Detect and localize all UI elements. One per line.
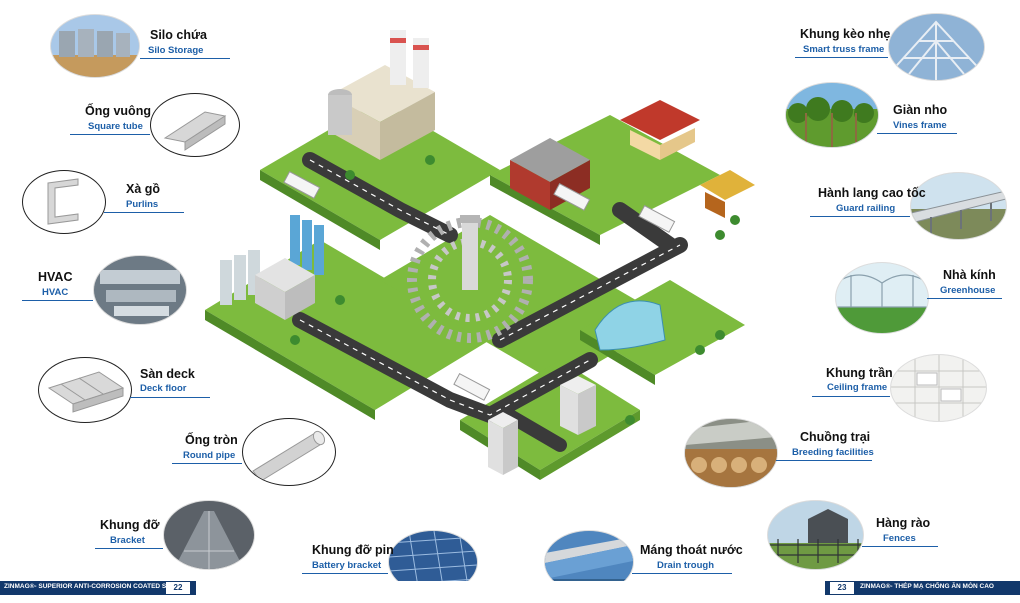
item-en-label: Battery bracket — [312, 560, 382, 571]
item-en-label: Breeding facilities — [792, 447, 874, 458]
page-number-left: 22 — [166, 582, 190, 594]
solar-field — [407, 215, 533, 343]
divider — [877, 133, 957, 134]
item-vi-label: Ống vuông — [85, 104, 151, 118]
divider — [632, 573, 732, 574]
footer-bar-right — [825, 581, 1020, 595]
factory-building — [328, 30, 435, 160]
truss-photo — [888, 13, 985, 81]
trucks — [283, 170, 676, 401]
divider — [927, 298, 1002, 299]
vine-photo — [785, 82, 879, 148]
item-vi-label: Khung đỡ — [100, 518, 160, 532]
item-en-label: Bracket — [110, 535, 145, 546]
footer-right-text: ZINMAG®- THÉP MẠ CHỐNG ĂN MÒN CAO — [860, 583, 994, 590]
deck-floor-photo — [38, 357, 132, 423]
item-vi-label: Máng thoát nước — [640, 543, 743, 557]
divider — [22, 300, 93, 301]
divider — [70, 134, 150, 135]
item-en-label: Purlins — [126, 199, 159, 210]
item-vi-label: Khung trần — [826, 366, 893, 380]
item-en-label: Fences — [883, 533, 916, 544]
footer — [0, 581, 1020, 603]
item-en-label: Drain trough — [657, 560, 714, 571]
farmhouse — [620, 100, 755, 218]
item-en-label: Silo Storage — [148, 45, 204, 56]
road-markings — [299, 159, 681, 416]
item-vi-label: Ống tròn — [185, 433, 238, 447]
divider — [812, 396, 890, 397]
guard-rail-photo — [910, 172, 1007, 240]
item-vi-label: Nhà kính — [943, 268, 996, 282]
hvac-duct-photo — [93, 255, 187, 325]
item-en-label: Ceiling frame — [827, 382, 888, 393]
trees — [290, 155, 740, 425]
item-vi-label: Sàn deck — [140, 367, 195, 381]
item-vi-label: Khung đỡ pin — [312, 543, 394, 557]
page-number-right: 23 — [830, 582, 854, 594]
item-en-label: HVAC — [42, 287, 69, 298]
divider — [140, 58, 230, 59]
divider — [95, 548, 163, 549]
office-towers — [488, 376, 596, 475]
greenhouse-structure — [594, 300, 666, 351]
item-vi-label: Xà gồ — [126, 182, 161, 196]
divider — [810, 216, 910, 217]
divider — [795, 57, 888, 58]
purlin-photo — [22, 170, 106, 234]
divider — [862, 546, 938, 547]
ceiling-photo — [890, 354, 987, 422]
item-vi-label: Giàn nho — [893, 103, 948, 117]
greenhouse-photo — [835, 262, 929, 334]
concrete-plant — [220, 215, 324, 320]
item-en-label: Smart truss frame — [803, 44, 885, 55]
item-en-label: Vines frame — [893, 120, 947, 131]
item-en-label: Guard railing — [836, 203, 896, 214]
divider — [776, 460, 872, 461]
divider — [172, 463, 242, 464]
item-vi-label: Hành lang cao tốc — [818, 186, 926, 200]
fence-photo — [767, 500, 864, 570]
item-vi-label: Khung kèo nhẹ — [800, 27, 891, 41]
item-vi-label: Chuồng trại — [800, 430, 871, 444]
warehouse-building — [510, 138, 590, 210]
divider — [130, 397, 210, 398]
silo-photo — [50, 14, 140, 78]
item-en-label: Deck floor — [140, 383, 187, 394]
isometric-city-illustration — [205, 30, 755, 480]
divider — [302, 573, 388, 574]
footer-left-text: ZINMAG®- SUPERIOR ANTI-CORROSION COATED … — [4, 583, 183, 590]
square-tube-photo — [150, 93, 240, 157]
bracket-photo — [163, 500, 255, 570]
round-pipe-photo — [242, 418, 336, 486]
item-vi-label: Silo chứa — [150, 28, 207, 42]
item-vi-label: Hàng rào — [876, 516, 931, 530]
item-vi-label: HVAC — [38, 270, 73, 284]
footer-bar-left — [0, 581, 196, 595]
barn-photo — [684, 418, 778, 488]
item-en-label: Square tube — [88, 121, 143, 132]
divider — [104, 212, 184, 213]
item-en-label: Round pipe — [183, 450, 236, 461]
item-en-label: Greenhouse — [940, 285, 996, 296]
